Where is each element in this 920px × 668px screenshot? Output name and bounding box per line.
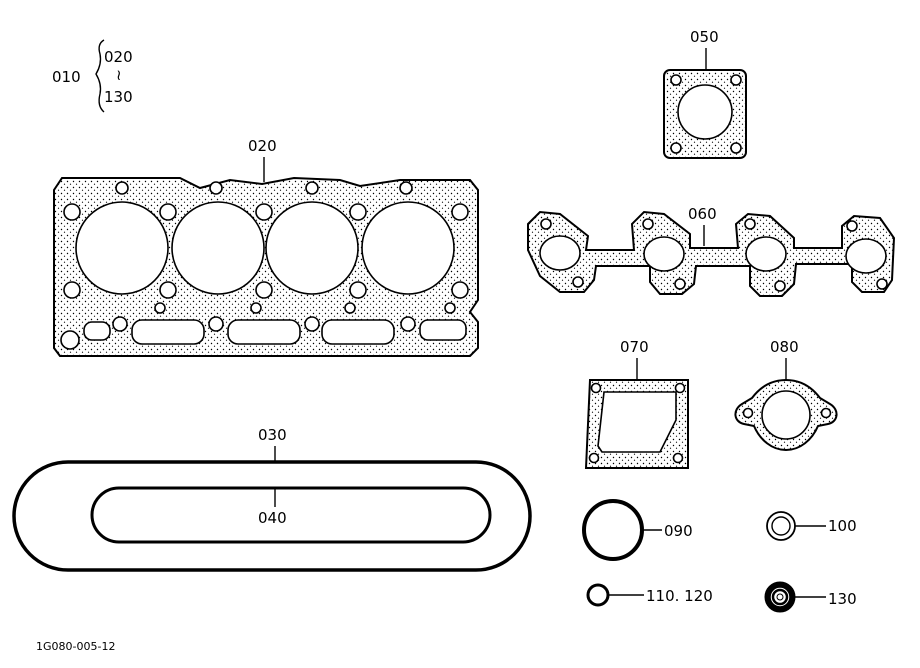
part-030-label: 030 (258, 426, 287, 444)
bore-3 (265, 201, 359, 295)
inner-oval-seal (90, 486, 492, 544)
part-130-label: 130 (828, 590, 857, 608)
part-020-label: 020 (248, 137, 277, 155)
group-range-mark: ≀ (116, 66, 122, 84)
part-080-oval-flange-gasket: 080 (734, 338, 838, 452)
part-050-flange-gasket: 050 (663, 28, 747, 159)
group-label-010: 010 020 ≀ 130 (52, 39, 133, 113)
water-port-3 (321, 319, 395, 345)
part-050-label: 050 (690, 28, 719, 46)
part-130-oil-seal: 130 (764, 581, 857, 613)
group-range-start: 020 (104, 48, 133, 66)
outer-oval-seal (12, 460, 532, 572)
group-range-end: 130 (104, 88, 133, 106)
small-o-ring (586, 583, 610, 607)
washer-100-outer (766, 511, 796, 541)
bore-2 (171, 201, 265, 295)
part-020-head-gasket: 020 (53, 137, 479, 357)
part-060-label: 060 (688, 205, 717, 223)
part-040-label: 040 (258, 509, 287, 527)
manifold-gasket-body (527, 210, 896, 297)
water-port-2 (227, 319, 301, 345)
part-110-120-small-o-ring: 110. 120 (586, 583, 713, 607)
part-100-washer: 100 (766, 511, 857, 541)
part-080-label: 080 (770, 338, 799, 356)
water-port-4 (419, 319, 467, 341)
bore-4 (361, 201, 455, 295)
part-090-label: 090 (664, 522, 693, 540)
part-030-040-oval-seals: 030 040 (12, 426, 532, 572)
part-090-o-ring: 090 (582, 499, 693, 561)
water-port-1 (131, 319, 205, 345)
washer-100-inner (771, 516, 791, 536)
o-ring-090 (582, 499, 644, 561)
cover-gasket-opening (597, 391, 677, 453)
part-060-manifold-gasket: 060 (527, 205, 896, 297)
part-110-120-label: 110. 120 (646, 587, 713, 605)
drawing-code: 1G080-005-12 (36, 640, 115, 653)
part-070-cover-gasket: 070 (584, 338, 689, 469)
part-100-label: 100 (828, 517, 857, 535)
group-main-label: 010 (52, 68, 81, 86)
bore-1 (75, 201, 169, 295)
group-bracket (95, 39, 105, 113)
part-070-label: 070 (620, 338, 649, 356)
